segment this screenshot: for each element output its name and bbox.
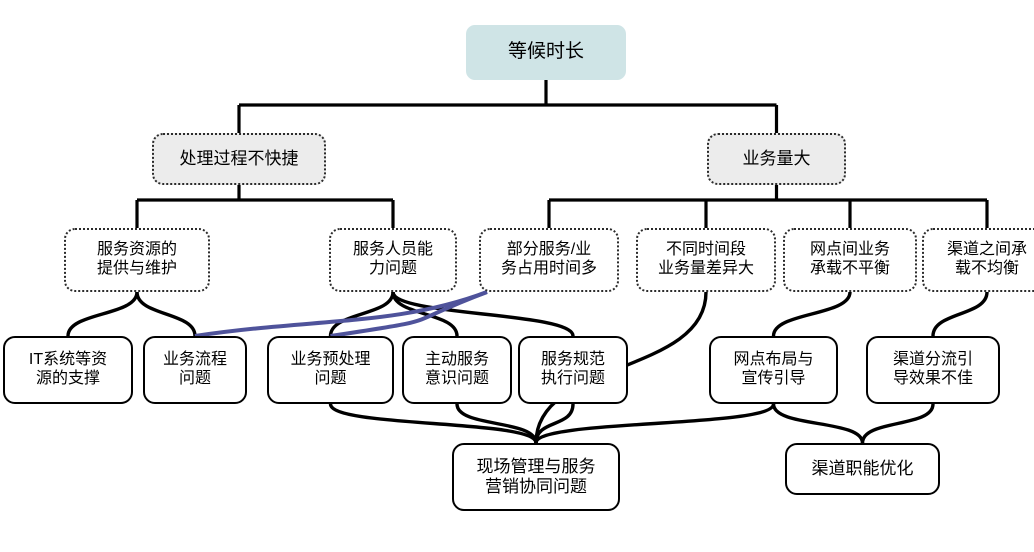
node-label: 服务资源的 提供与维护 xyxy=(96,241,177,277)
connector xyxy=(547,185,989,228)
node-l5-2[interactable]: 渠道职能优化 xyxy=(785,443,940,495)
node-root[interactable]: 等候时长 xyxy=(466,25,626,80)
connector xyxy=(860,403,935,444)
node-label: 现场管理与服务 营销协同问题 xyxy=(476,456,596,496)
node-l2-b[interactable]: 业务量大 xyxy=(707,133,846,185)
node-l3-b2[interactable]: 不同时间段 业务量差异大 xyxy=(636,228,776,292)
connector xyxy=(771,291,852,337)
node-l4-2[interactable]: 业务流程 问题 xyxy=(143,336,247,404)
connector xyxy=(330,290,488,338)
node-l4-7[interactable]: 渠道分流引 导效果不佳 xyxy=(866,336,1000,404)
connector xyxy=(66,291,139,337)
node-label: 主动服务 意识问题 xyxy=(424,351,489,387)
node-label: 部分服务/业 务占用时间多 xyxy=(500,241,597,277)
connector xyxy=(135,185,395,228)
node-l3-a2[interactable]: 服务人员能 力问题 xyxy=(329,228,457,292)
node-label: 不同时间段 业务量差异大 xyxy=(657,241,754,277)
node-l4-5[interactable]: 服务规范 执行问题 xyxy=(518,336,628,404)
connector xyxy=(194,290,488,338)
node-label: 等候时长 xyxy=(507,41,584,63)
node-label: 业务流程 问题 xyxy=(162,351,227,387)
connector xyxy=(931,291,989,337)
connector xyxy=(534,403,776,444)
connector xyxy=(391,291,459,337)
connector xyxy=(135,291,197,337)
node-l4-3[interactable]: 业务预处理 问题 xyxy=(267,336,394,404)
node-label: 渠道分流引 导效果不佳 xyxy=(892,351,973,387)
connector xyxy=(328,403,538,444)
node-l4-6[interactable]: 网点布局与 宣传引导 xyxy=(709,336,838,404)
node-l4-4[interactable]: 主动服务 意识问题 xyxy=(402,336,512,404)
node-label: 渠道之间承 载不均衡 xyxy=(946,241,1027,277)
node-l5-1[interactable]: 现场管理与服务 营销协同问题 xyxy=(452,443,620,511)
node-l2-a[interactable]: 处理过程不快捷 xyxy=(152,133,326,185)
connector xyxy=(391,291,575,337)
connector xyxy=(534,403,575,444)
node-l3-a1[interactable]: 服务资源的 提供与维护 xyxy=(64,228,210,292)
node-label: 业务预处理 问题 xyxy=(290,351,371,387)
connector xyxy=(328,291,395,337)
connector xyxy=(237,80,779,133)
node-label: 服务人员能 力问题 xyxy=(352,241,433,277)
node-label: 服务规范 执行问题 xyxy=(540,351,605,387)
connector xyxy=(771,403,865,444)
connector xyxy=(455,403,538,444)
node-label: 渠道职能优化 xyxy=(811,458,914,478)
node-label: IT系统等资 源的支撑 xyxy=(28,351,108,387)
node-label: 处理过程不快捷 xyxy=(179,148,299,168)
node-l3-b1[interactable]: 部分服务/业 务占用时间多 xyxy=(479,228,619,292)
node-label: 网点间业务 承载不平衡 xyxy=(809,241,890,277)
node-l3-b3[interactable]: 网点间业务 承载不平衡 xyxy=(783,228,917,292)
node-label: 网点布局与 宣传引导 xyxy=(733,351,814,387)
node-label: 业务量大 xyxy=(742,148,811,168)
node-l3-b4[interactable]: 渠道之间承 载不均衡 xyxy=(922,228,1034,292)
node-l4-1[interactable]: IT系统等资 源的支撑 xyxy=(3,336,133,404)
